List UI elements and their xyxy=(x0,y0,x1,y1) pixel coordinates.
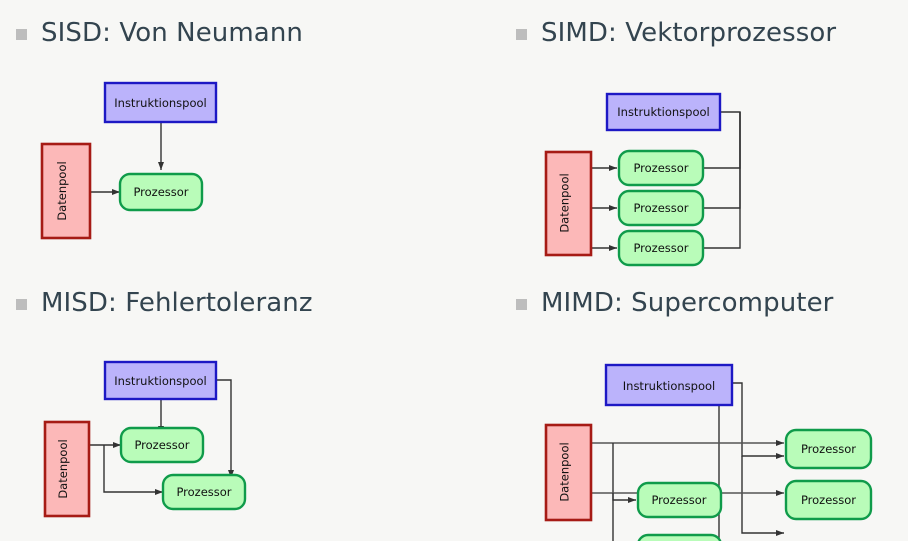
square-bullet-icon xyxy=(16,298,27,310)
data-pool-label: Datenpool xyxy=(55,161,69,220)
processor-box xyxy=(118,172,204,212)
data-pool-box xyxy=(544,150,593,257)
diagram-sisd: Instruktionspool Datenpool Prozessor xyxy=(40,81,218,240)
quadrant-sisd: SISD: Von Neumann Instruktionspool Daten… xyxy=(0,0,454,270)
processor-box xyxy=(119,426,205,464)
data-pool-box xyxy=(43,420,91,518)
processor-label: Prozessor xyxy=(633,161,688,175)
instruction-pool-box xyxy=(103,360,218,401)
processor-box xyxy=(636,481,723,519)
instruction-pool-label: Instruktionspool xyxy=(623,379,715,393)
quadrant-mimd: MIMD: Supercomputer Ins xyxy=(454,270,908,541)
processor-label: Prozessor xyxy=(651,493,706,507)
processor-box xyxy=(617,149,705,187)
processor-label: Prozessor xyxy=(176,485,231,499)
instruction-pool-box xyxy=(103,81,218,124)
instruction-pool-label: Instruktionspool xyxy=(617,105,709,119)
data-pool-box xyxy=(40,142,92,240)
edge-data-to-inner-processor-2 xyxy=(612,493,614,541)
processor-label: Prozessor xyxy=(801,493,856,507)
instruction-pool-label: Instruktionspool xyxy=(114,374,206,388)
processor-box xyxy=(784,479,873,521)
instruction-pool-label: Instruktionspool xyxy=(114,96,206,110)
processor-label: Prozessor xyxy=(633,241,688,255)
edge-instruction-to-inner-processor-2 xyxy=(718,500,720,541)
processor-label: Prozessor xyxy=(801,442,856,456)
processor-box xyxy=(161,473,247,511)
quadrant-misd: MISD: Fehlertoleranz Instruktionspool Da… xyxy=(0,270,454,541)
processor-box xyxy=(637,533,722,541)
instruction-pool-box xyxy=(604,363,734,407)
edge-data-to-inner-processor-1 xyxy=(612,443,636,503)
heading-sisd: SISD: Von Neumann xyxy=(16,18,303,48)
edge-instruction-to-outer-processor-2 xyxy=(741,456,784,536)
processor-label: Prozessor xyxy=(133,185,188,199)
square-bullet-icon xyxy=(16,28,27,40)
edge-instruction-to-processor-2 xyxy=(216,379,234,478)
square-bullet-icon xyxy=(516,298,527,310)
heading-label: MIMD: Supercomputer xyxy=(541,288,834,318)
heading-label: MISD: Fehlertoleranz xyxy=(41,288,313,318)
edge-data-to-processor-2 xyxy=(103,445,163,495)
processor-box xyxy=(617,189,705,227)
quadrant-simd: SIMD: Vektorprozessor Instruktionspool D… xyxy=(454,0,908,270)
diagram-misd: Instruktionspool Datenpool Prozessor Pro… xyxy=(43,360,247,518)
diagram-simd: Instruktionspool Datenpool Prozessor Pro… xyxy=(544,92,741,267)
data-pool-label: Datenpool xyxy=(56,439,70,498)
heading-mimd: MIMD: Supercomputer xyxy=(516,288,833,318)
processor-label: Prozessor xyxy=(134,438,189,452)
diagram-mimd: Instruktionspool Datenpool Prozessor Pro… xyxy=(544,363,873,541)
data-pool-label: Datenpool xyxy=(558,442,572,501)
data-pool-label: Datenpool xyxy=(558,173,572,232)
instruction-pool-box xyxy=(605,92,722,132)
processor-box xyxy=(617,229,705,267)
edge-instruction-to-outer-processor-1 xyxy=(732,382,784,459)
heading-label: SIMD: Vektorprozessor xyxy=(541,18,837,48)
heading-label: SISD: Von Neumann xyxy=(41,18,303,48)
processor-box xyxy=(784,428,873,470)
heading-simd: SIMD: Vektorprozessor xyxy=(516,18,836,48)
square-bullet-icon xyxy=(516,28,527,40)
data-pool-box xyxy=(544,423,593,522)
processor-label: Prozessor xyxy=(633,201,688,215)
heading-misd: MISD: Fehlertoleranz xyxy=(16,288,313,318)
